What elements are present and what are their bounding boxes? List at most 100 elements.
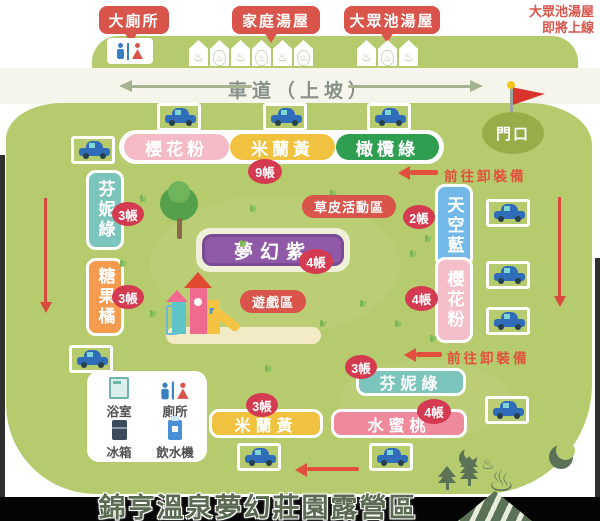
zone-milan-top: 米蘭黃 [230, 134, 335, 160]
facility-toilet-label: 廁所 [162, 405, 188, 419]
unload-arrowhead-icon [404, 348, 416, 362]
bath-hut-icon: ♨ [252, 40, 271, 66]
grass-area-label: 草皮活動區 [302, 195, 396, 218]
tent-count-badge-peach: 4帳 [417, 399, 451, 424]
road-arrowhead-left-icon [119, 80, 132, 92]
restroom-icon [161, 381, 189, 400]
facility-fridge-label: 冰箱 [106, 446, 132, 460]
tent-count-badge-dream: 4帳 [299, 249, 333, 274]
playground-tower-teal [172, 302, 186, 334]
parking-spot [157, 103, 201, 131]
tent-count: 9帳 [255, 166, 275, 180]
flow-arrowhead-bottom-icon [295, 463, 307, 477]
zone-sky-blue: 天空藍 [435, 184, 473, 268]
parking-spot [369, 443, 413, 471]
grass-tuft [360, 300, 367, 308]
parking-spot [237, 443, 281, 471]
unload-arrow-shaft [410, 170, 438, 175]
grass-tuft [150, 310, 157, 318]
zone-peach: 水蜜桃 [331, 409, 467, 438]
unload-arrowhead-icon [398, 166, 410, 180]
grass-tuft [395, 320, 402, 328]
bath-hut-icon: ♨ [399, 40, 418, 66]
toilet-sign [107, 38, 153, 64]
zone-peach-label: 水蜜桃 [367, 417, 431, 435]
road-arrow-left [131, 85, 252, 88]
road-arrow-right [348, 85, 472, 88]
callout-pointer [124, 32, 138, 43]
notice-line1: 大眾池湯屋 [528, 4, 594, 19]
unload-label-lower: 前往卸裝備 [447, 351, 530, 366]
tent-count-badge-sky: 2帳 [403, 205, 435, 229]
grass-tuft [265, 365, 272, 373]
grass-tuft [320, 320, 327, 328]
road-arrowhead-right-icon [470, 80, 483, 92]
parking-spot [486, 261, 530, 289]
facility-bath-label: 浴室 [106, 405, 132, 419]
grass-tuft [430, 335, 437, 343]
facility-water-label: 飲水機 [156, 446, 194, 460]
tent-count: 4帳 [306, 256, 326, 270]
driveway-road [0, 68, 600, 104]
car-icon [76, 350, 110, 368]
zone-fenny-left: 芬妮綠 [86, 170, 124, 250]
facility-bath: 浴室 [91, 377, 147, 420]
callout-big-toilet-label: 大廁所 [108, 12, 160, 30]
grass-tuft [425, 235, 432, 243]
grass-tuft [330, 190, 337, 198]
bath-hut-icon: ♨ [210, 40, 229, 66]
car-icon [164, 108, 198, 126]
tent-count: 4帳 [424, 406, 444, 420]
bath-hut-icon: ♨ [357, 40, 376, 66]
tent-count-badge-candy: 3帳 [112, 285, 144, 309]
fridge-icon [111, 420, 127, 440]
car-icon [244, 448, 278, 466]
callout-public-bath: 大眾池湯屋 [344, 6, 440, 34]
unload-label-upper: 前往卸裝備 [444, 169, 527, 184]
zone-sakura-top: 櫻花粉 [124, 134, 229, 160]
tent-count: 3帳 [118, 208, 138, 223]
zone-dream-purple-label: 夢幻紫 [233, 241, 312, 263]
callout-family-bath-label: 家庭湯屋 [241, 12, 310, 30]
parking-spot [486, 199, 530, 227]
parking-spot [69, 345, 113, 373]
tent-count: 4帳 [411, 293, 432, 307]
tent-count-badge-sakura-right: 4帳 [405, 286, 438, 311]
zone-candy-orange-label: 糖果橘 [95, 267, 115, 327]
flow-arrow-bottom [307, 467, 359, 471]
flow-arrow-right [558, 197, 561, 297]
car-icon [493, 204, 527, 222]
tent-count: 3帳 [118, 291, 138, 306]
zone-sky-blue-label: 天空藍 [444, 196, 464, 256]
parking-spot [263, 103, 307, 131]
callout-pointer [264, 32, 278, 43]
tent-count-badge-fenny-left: 3帳 [112, 202, 144, 226]
playground-tower-pink [190, 288, 207, 334]
bath-hut-icon: ♨ [189, 40, 208, 66]
car-icon [493, 266, 527, 284]
tent-count: 3帳 [252, 399, 272, 414]
parking-spot [71, 136, 115, 164]
play-area-label: 遊戲區 [240, 290, 306, 313]
grass-tuft [250, 205, 257, 213]
bath-hut-icon: ♨ [294, 40, 313, 66]
car-icon [492, 401, 526, 419]
hot-spring-icon: ♨ [488, 465, 515, 498]
car-icon [376, 448, 410, 466]
grass-tuft [140, 195, 147, 203]
zone-fenny-left-label: 芬妮綠 [95, 180, 115, 240]
callout-big-toilet: 大廁所 [99, 6, 169, 34]
tree-icon [168, 181, 190, 203]
zone-sakura-right-label: 櫻花粉 [444, 270, 464, 330]
car-icon [374, 108, 408, 126]
entrance-flag-ball [507, 81, 515, 89]
grass-tuft [120, 260, 127, 268]
image-edge-artifact [595, 258, 600, 497]
facilities-panel: 浴室 廁所 冰箱 飲水機 [87, 371, 207, 462]
parking-spot [367, 103, 411, 131]
grass-tuft [240, 240, 247, 248]
parking-spot [486, 307, 530, 335]
playground-window [194, 298, 202, 306]
callout-family-bath: 家庭湯屋 [232, 6, 320, 34]
